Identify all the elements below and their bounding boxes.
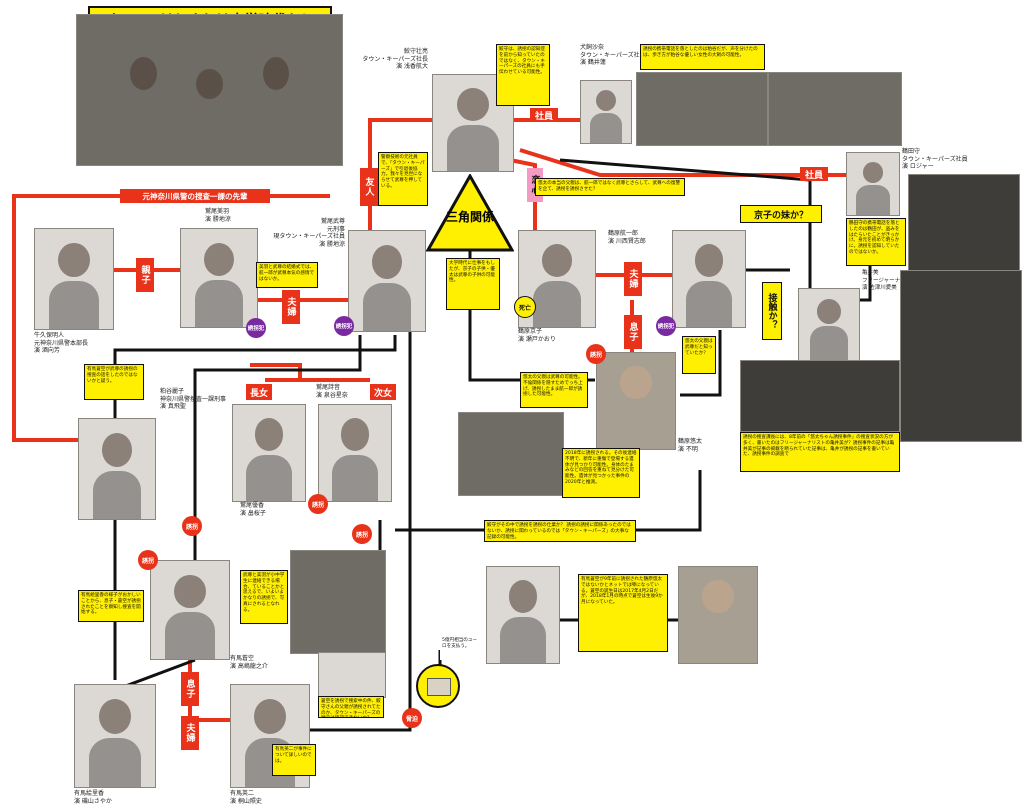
note-kasuya: 有馬蒼空が武尊の誘拐の捜査の話をしたのではないかと疑う。 [84,364,144,400]
note-eiji: 有馬英二が事件について詳しいのでは。 [272,744,316,776]
portrait-yuta [596,352,676,450]
tag-fuufu-kyoko: 夫婦 [624,262,642,296]
note-yuta-father: 悠太の本当の父親は、航一郎ではなく武尊とさらして、武尊への復讐を企て、誘拐を誘拐… [535,178,685,196]
badge-kyouhaku: 脅迫 [402,708,422,728]
caption-yuka: 鷲尾優香 演 畠桜子 [240,502,266,517]
portrait-inui [580,80,632,144]
portrait-kasuya [78,418,156,520]
caption-yuta: 鶴原悠太 演 不明 [678,438,703,453]
portrait-kyoko [518,230,596,328]
triangle-icon [426,174,514,252]
caption-kasuya: 粕谷麗子 神奈川県警捜査一課刑事 演 真飛聖 [160,388,227,410]
scene-kame-photo [740,360,900,432]
note-nukumori: 鮫守は、誘拐の認知症を前から知っていたのではなく、タウン・キーパーズの社員にも手… [496,44,550,106]
tag-musuko-sora: 息子 [181,672,199,706]
line-ichiro-yuta [680,330,722,397]
note-sora-town: 蒼空を誘拐で捜索中の件、鮫守さんの父親が誘拐されてたのか、タウン・キーパーズの顔… [318,696,384,718]
scene-sora-photo [290,550,386,654]
tag-senpai: 元神奈川県警の捜査一課の先輩 [120,189,270,203]
portrait-erika [74,684,156,788]
note-yuta-father2: 悠太の父親は武尊の可能性。不倫関係を隠すためでっち上げ、誘拐したまま航一郎が誘拐… [520,372,588,408]
tag-fuufu-eiji: 夫婦 [181,716,199,750]
note-sora-yuta: 有馬蒼空が9年前に誘拐された鶴原悠太ではないかとネットでは噂になっている。蒼空の… [578,574,668,652]
portrait-miu [180,228,258,328]
center-label: 三角関係 [445,210,494,224]
badge-yuukai-yuta: 誘拐 [586,344,606,364]
badge-miu: 誘拐犯 [246,318,266,338]
portrait-nukumori [432,74,514,172]
note-inui: 誘拐の携帯電話を落としたのは粕谷だが、声を分けたのは、歩き方が粕谷な優しい女性の… [640,44,765,70]
portrait-ushiku [34,228,114,330]
line-tokita-kame [860,260,872,302]
caption-nukumori: 鮫守壮亮 タウン・キーパーズ社長 演 浅香航大 [362,48,428,70]
line-koigokoro [509,158,537,235]
badge-yuukai-left: 誘拐 [182,516,202,536]
tag-choujo: 長女 [246,384,272,400]
caption-sora: 有馬蒼空 演 高嶋龍之介 [230,655,268,670]
tag-jijo: 次女 [370,384,396,400]
tag-shain-inui: 社員 [530,108,558,122]
label-kyoko-imouto: 京子の妹か？ [740,205,822,223]
caption-erika: 有馬絵里香 演 磯山さやか [74,790,112,805]
tag-musuko-yuta: 息子 [624,315,642,349]
scene-inui-photo [636,72,768,146]
scene-kame-desk [900,270,1022,442]
badge-yuukai-sora: 誘拐 [138,550,158,570]
scene-street-photo [768,72,902,146]
scene-couple-photo [318,652,386,698]
portrait-shiho [318,404,392,502]
line-takeshi-sora [193,335,362,560]
note-town-keepers: 鮫守がその中で誘拐を誘拐の仕業か？ 誘拐の誘拐に関係あったのではないか、誘拐に関… [484,520,636,542]
briefcase-icon [416,664,460,708]
note-ransom: 5億円相当のユーロを支払う。 [440,636,480,660]
badge-ichiro: 誘拐犯 [656,316,676,336]
label-sekkin: 接触か？ [762,282,782,340]
caption-kame: 亀井美 フリージャーナリスト 演 佐津川愛美 [862,270,917,291]
note-yuta-knew: 悠太の父親は武尊だと知っていたか？ [682,336,716,374]
tag-shain-tokita: 社員 [800,167,828,181]
badge-yuukai-mid: 誘拐 [352,524,372,544]
line-main-down [260,330,412,732]
note-remains: 2018年に誘拐される。その後連絡不明で、新年に重傷で登場する遺体が見つかり可能… [562,448,640,498]
tag-oyako: 親子 [136,258,154,292]
caption-miu: 鷲尾美羽 演 勝地涼 [205,208,231,223]
college-scene-photo [76,14,343,166]
badge-yuukai-shiho: 誘拐 [308,494,328,514]
portrait-sora [150,560,230,660]
caption-takeshi: 鷲尾武尊 元刑事 現タウン・キーパーズ社員 演 勝地涼 [273,218,345,248]
portrait-takeshi [348,230,426,332]
caption-eiji: 有馬英二 演 桐山照史 [230,790,262,805]
note-sora-school: 武尊と美羽が小中学生に連絡できる場合、ていることかと思えるで、いよいよかなりの誘… [240,570,288,624]
portrait-sora-2 [486,566,560,664]
note-tokita: 鶴田守の携帯電話を落としたのは鶴田が、盗みをはたらいたことがきっかけ。身元を初め… [846,218,906,266]
tag-fuufu-takeshi: 夫婦 [282,290,300,324]
tag-yujin: 友人 [360,168,378,206]
caption-ichiro: 鶴原航一郎 演 川西賢志郎 [608,230,646,245]
caption-kyoko: 鶴原京子 演 瀬戸かおり [518,328,556,343]
caption-ushiku: 牛久保明人 元神奈川県警本部長 演 酒向芳 [34,332,89,354]
badge-shibou: 死亡 [514,296,536,318]
portrait-tokita [846,152,900,216]
note-journalist: 誘拐の捜査課長には、8年前の「悠太ちゃん誘拐事件」の捜査状況の方が多く、書いたの… [740,432,900,472]
portrait-ichiro [672,230,746,328]
caption-shiho: 鷲尾詩音 演 泉谷星奈 [316,384,348,399]
portrait-kame [798,288,860,362]
caption-inui: 犬飼沙奈 タウン・キーパーズ社員 演 鶴井蓮 [580,44,646,66]
note-wedding: 美羽と武尊の結婚式では、航一郎が武尊本気の感情ではないか。 [256,262,318,288]
note-tech: 警察技術の元社員で、「タウン・キーパーズ」で引退後協力。我々を見世にならせて武尊… [378,152,428,206]
caption-tokita: 鶴田守 タウン・キーパーズ社員 演 ロジャー [902,148,968,170]
note-erika: 有馬絵里香の様子がおかしいことから、息子・蒼空が誘拐されたことを察知し捜査を開始… [78,590,144,622]
scene-tokita-photo [908,174,1020,272]
badge-takeshi: 誘拐犯 [334,316,354,336]
line-shain-tokita [519,148,860,177]
portrait-yuta-2 [678,566,758,664]
portrait-yuka [232,404,306,502]
scene-remains-photo [458,412,564,496]
line-children [250,363,370,382]
note-college: 大学時代に仕事をもしたが、京子の子供・優太は武尊の子供の可能性。 [446,258,500,310]
